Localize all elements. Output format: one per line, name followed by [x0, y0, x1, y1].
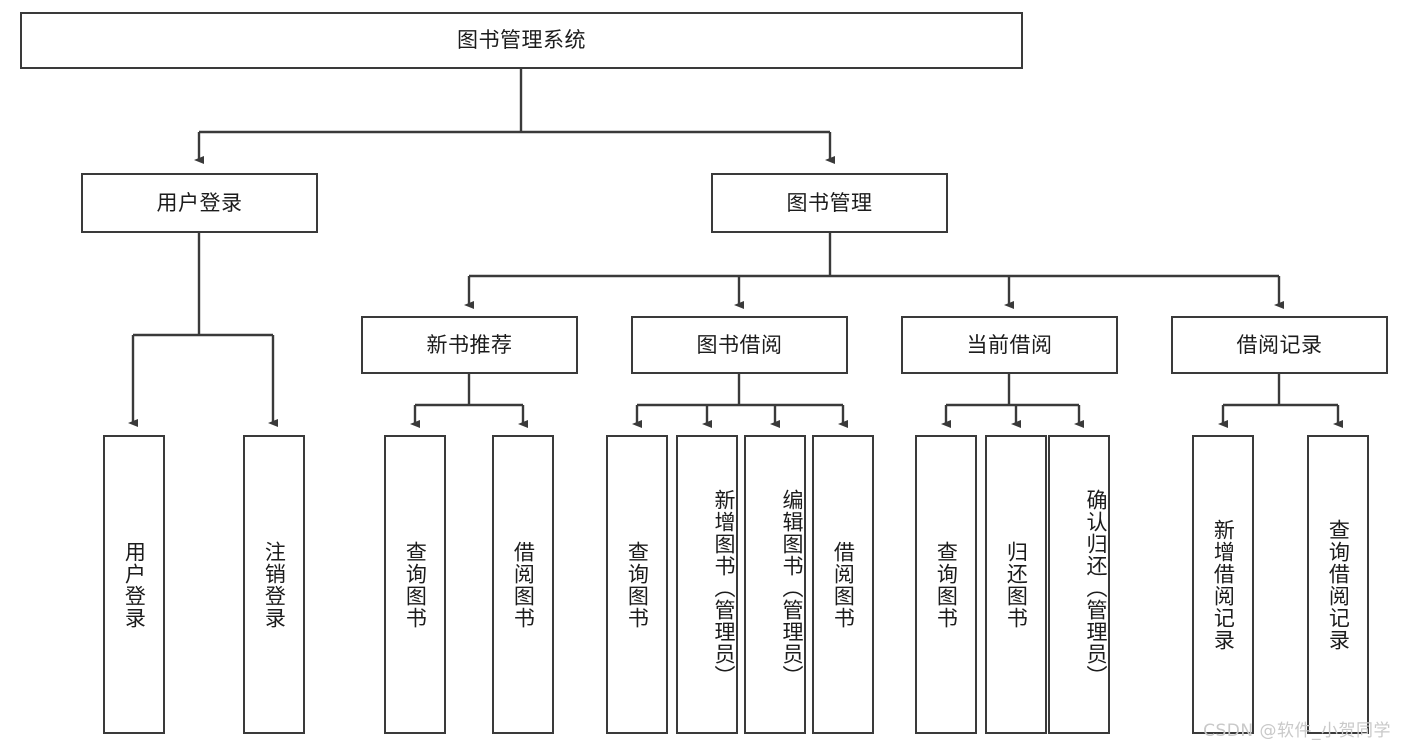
csdn-watermark: CSDN @软件_小贺同学: [1203, 721, 1391, 741]
leaf-current-borrow-query[interactable]: 查询图书: [915, 435, 977, 734]
leaf-current-borrow-return[interactable]: 归还图书: [985, 435, 1047, 734]
node-current-borrow[interactable]: 当前借阅: [901, 316, 1118, 374]
leaf-book-borrow-borrow[interactable]: 借阅图书: [812, 435, 874, 734]
node-user-login[interactable]: 用户登录: [81, 173, 318, 233]
leaf-book-borrow-query[interactable]: 查询图书: [606, 435, 668, 734]
leaf-new-book-query[interactable]: 查询图书: [384, 435, 446, 734]
node-borrow-record[interactable]: 借阅记录: [1171, 316, 1388, 374]
leaf-book-borrow-edit[interactable]: 编辑图书（管理员）: [744, 435, 806, 734]
leaf-book-borrow-add[interactable]: 新增图书（管理员）: [676, 435, 738, 734]
node-book-borrow[interactable]: 图书借阅: [631, 316, 848, 374]
leaf-borrow-record-add[interactable]: 新增借阅记录: [1192, 435, 1254, 734]
leaf-current-borrow-confirm-return[interactable]: 确认归还（管理员）: [1048, 435, 1110, 734]
leaf-user-login-logout[interactable]: 注销登录: [243, 435, 305, 734]
node-root-system[interactable]: 图书管理系统: [20, 12, 1023, 69]
leaf-borrow-record-query[interactable]: 查询借阅记录: [1307, 435, 1369, 734]
node-new-book-recommend[interactable]: 新书推荐: [361, 316, 578, 374]
leaf-new-book-borrow[interactable]: 借阅图书: [492, 435, 554, 734]
node-book-management[interactable]: 图书管理: [711, 173, 948, 233]
leaf-user-login-login[interactable]: 用户登录: [103, 435, 165, 734]
